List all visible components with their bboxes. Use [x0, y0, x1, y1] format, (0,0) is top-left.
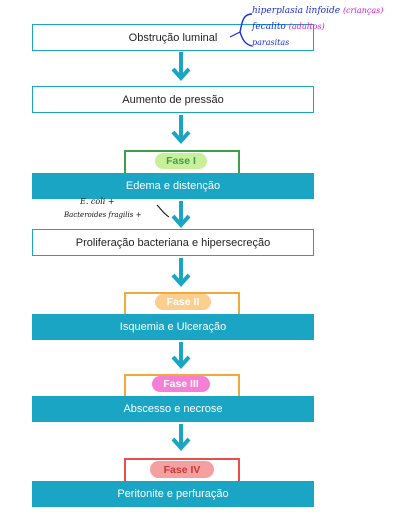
phase-badge-1: Fase I: [155, 153, 207, 169]
arrow-down-icon: [171, 342, 191, 370]
arrow-down-icon: [171, 52, 191, 82]
phase-badge-3: Fase III: [152, 376, 210, 392]
step-label: Obstrução luminal: [128, 31, 218, 44]
step-label: Aumento de pressão: [122, 93, 224, 106]
step-abscesso-necrose: Abscesso e necrose: [32, 396, 314, 422]
step-label: Edema e distenção: [125, 180, 221, 192]
phase-badge-2: Fase II: [155, 294, 211, 310]
step-label: Abscesso e necrose: [123, 403, 223, 415]
step-proliferacao-bacteriana: Proliferação bacteriana e hipersecreção: [32, 229, 314, 256]
step-peritonite-perfuracao: Peritonite e perfuração: [32, 481, 314, 507]
note-hiperplasia-linfoide: hiperplasia linfoide (crianças): [252, 6, 384, 16]
arrow-down-icon: [171, 424, 191, 452]
handwritten-bracket-icon: [229, 13, 253, 47]
step-edema-distencao: Edema e distenção: [32, 173, 314, 199]
arrow-down-icon: [171, 115, 191, 145]
note-e-coli: E. coli +: [80, 197, 115, 206]
note-fecalito: fecalito (adultos): [252, 22, 325, 32]
note-parasitas: parasitas: [252, 38, 290, 47]
step-aumento-pressao: Aumento de pressão: [32, 86, 314, 113]
phase-badge-4: Fase IV: [150, 461, 214, 478]
step-label: Peritonite e perfuração: [117, 488, 229, 500]
arrow-down-icon: [171, 258, 191, 288]
arrow-down-icon: [171, 201, 191, 229]
handwritten-arrow-icon: [156, 204, 170, 218]
note-bacteroides-fragilis: Bacteroides fragilis +: [64, 211, 142, 219]
step-label: Isquemia e Ulceração: [119, 321, 227, 333]
step-isquemia-ulceracao: Isquemia e Ulceração: [32, 314, 314, 340]
step-obstrucao-luminal: Obstrução luminal: [32, 24, 314, 51]
step-label: Proliferação bacteriana e hipersecreção: [75, 236, 271, 249]
